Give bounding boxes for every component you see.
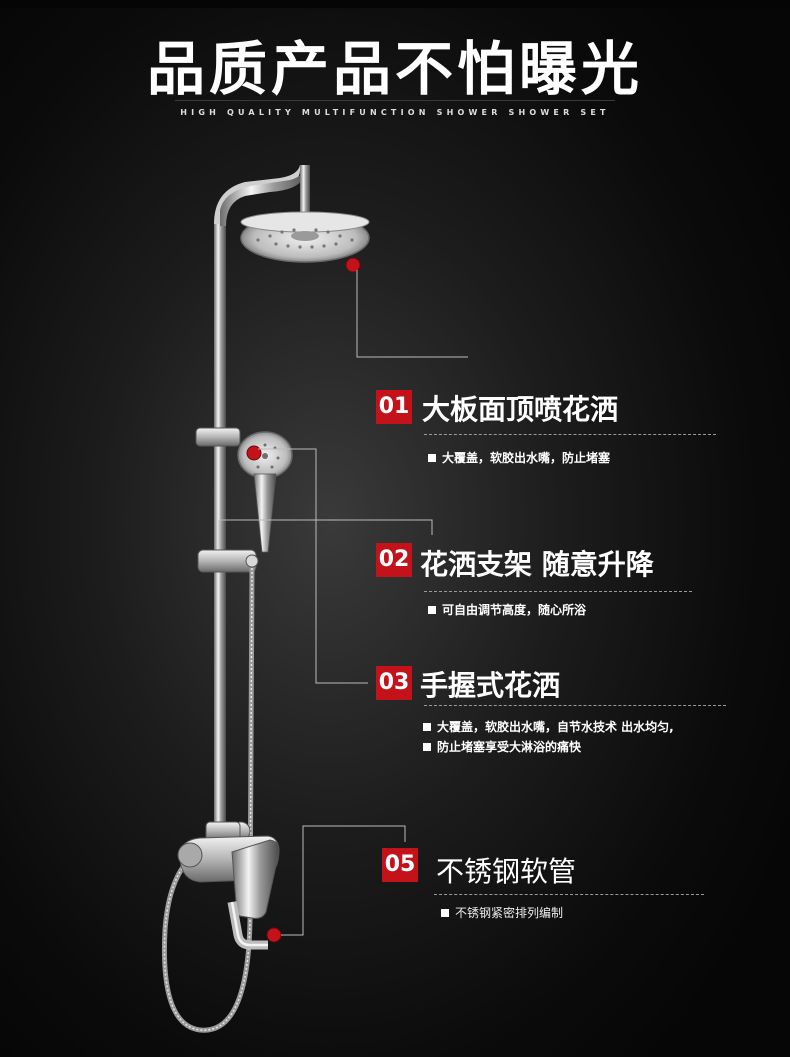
leader-02: [220, 519, 433, 535]
feature-02-bullet: 可自由调节高度，随心所浴: [428, 601, 586, 618]
feature-05-title: 不锈钢软管: [436, 855, 577, 888]
bullet-square-icon: [441, 909, 449, 917]
riser-pipe: [214, 222, 226, 842]
feature-01-number: 01: [376, 390, 412, 424]
bullet-square-icon: [428, 606, 436, 614]
marker-03: [246, 445, 262, 461]
leader-05: [281, 825, 406, 936]
page-title: 品质产品不怕曝光: [146, 35, 643, 103]
feature-05-bullet: 不锈钢紧密排列编制: [441, 904, 563, 921]
feature-01-bullet: 大覆盖，软胶出水嘴，防止堵塞: [428, 449, 610, 466]
feature-05-number: 05: [382, 848, 418, 882]
page-subtitle: HIGH QUALITY MULTIFUNCTION SHOWER SHOWER…: [180, 108, 610, 117]
leader-03: [258, 448, 368, 684]
feature-01-title: 大板面顶喷花洒: [422, 393, 619, 426]
top-arm: [214, 165, 300, 224]
feature-02-number: 02: [376, 543, 412, 577]
hose: [161, 567, 255, 1033]
feature-03-divider: [424, 705, 726, 706]
subtitle-divider-left: [175, 100, 615, 101]
bullet-square-icon: [423, 723, 431, 731]
feature-02-divider: [424, 591, 692, 592]
feature-03-bullet-1: 大覆盖，软胶出水嘴，自节水技术 出水均匀,: [423, 718, 674, 735]
feature-01-divider: [424, 434, 716, 435]
feature-03-bullet-2: 防止堵塞享受大淋浴的痛快: [423, 738, 581, 755]
feature-03-title: 手握式花洒: [420, 669, 561, 702]
leader-01: [356, 270, 468, 358]
feature-02-title: 花洒支架 随意升降: [420, 548, 654, 581]
marker-05: [266, 927, 282, 943]
upper-slider: [195, 427, 241, 447]
top-bar: [0, 0, 790, 8]
feature-05-divider: [434, 894, 704, 895]
mixer-lever: [231, 839, 280, 919]
overhead-nozzles: [256, 228, 354, 249]
marker-01: [345, 257, 361, 273]
bullet-square-icon: [428, 454, 436, 462]
hand-shower-handle: [253, 473, 277, 553]
feature-03-number: 03: [376, 666, 412, 700]
bullet-square-icon: [423, 743, 431, 751]
